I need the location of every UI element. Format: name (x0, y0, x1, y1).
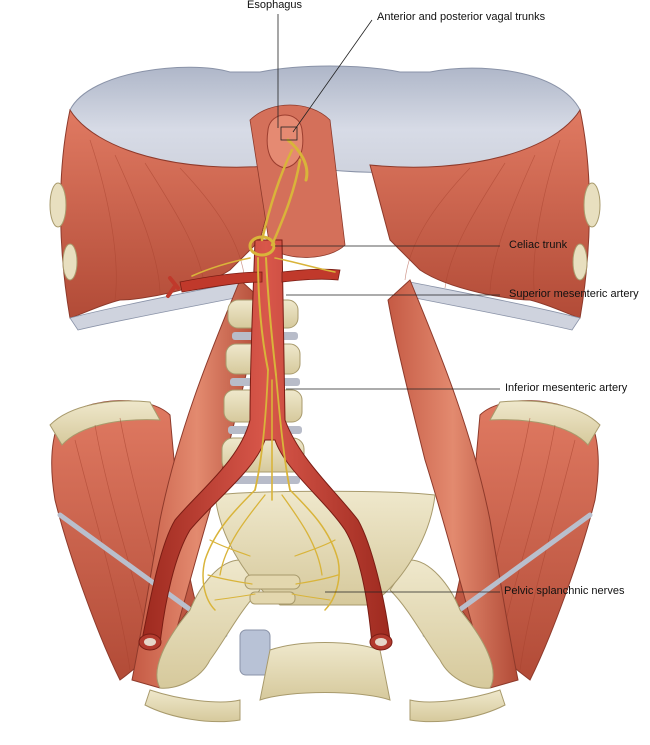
aorta (138, 239, 393, 651)
diaphragm (60, 65, 590, 331)
vagal-trunks-label: Anterior and posterior vagal trunks (377, 11, 546, 23)
rib-ends (49, 182, 601, 281)
autonomic-nerves (191, 138, 340, 611)
leader-lines (275, 14, 500, 593)
superior-mesenteric-label: Superior mesenteric artery (509, 288, 639, 300)
celiac-trunk-label: Celiac trunk (509, 239, 568, 251)
pelvis (144, 490, 506, 723)
esophagus (266, 114, 304, 169)
esophagus-label: Esophagus (247, 0, 303, 11)
diaphragm-fibers (89, 139, 561, 301)
inferior-mesenteric-label: Inferior mesenteric artery (505, 382, 628, 394)
pelvic-splanchnic-label: Pelvic splanchnic nerves (504, 585, 625, 597)
